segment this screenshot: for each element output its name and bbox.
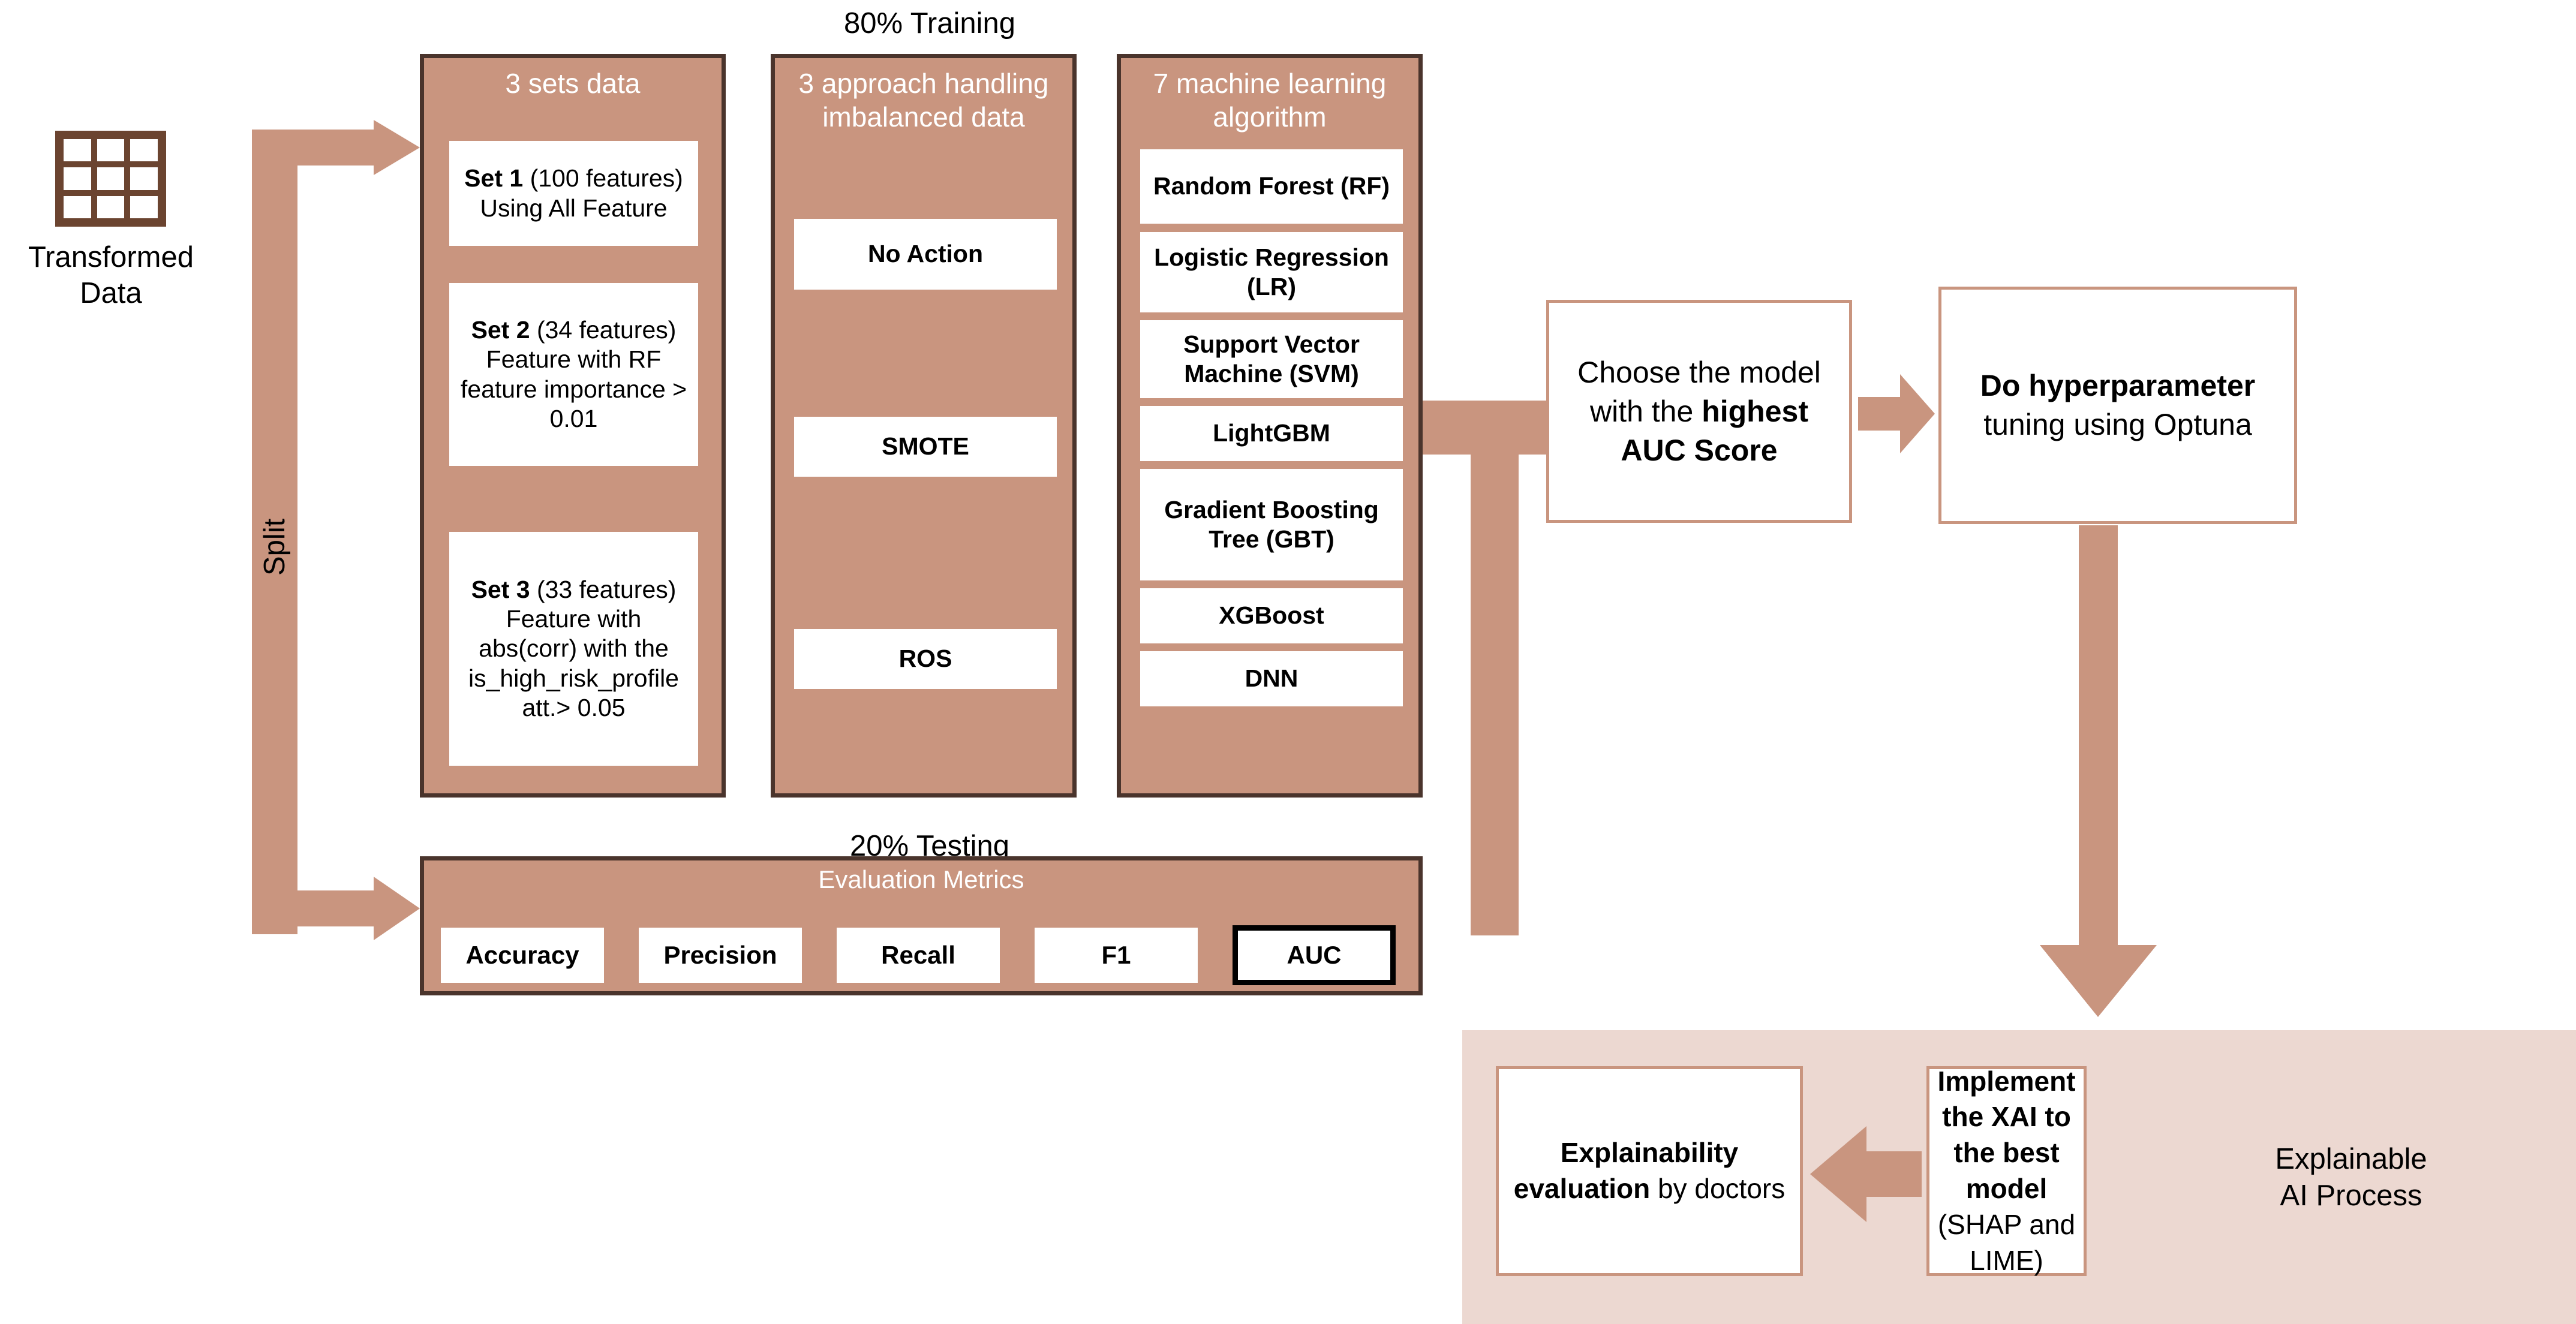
xai-to-evaluation-arrow [1810, 1126, 1922, 1222]
evaluation-metrics-bar: Evaluation Metrics Accuracy Precision Re… [420, 856, 1423, 995]
algo-logistic-regression-box[interactable]: Logistic Regression (LR) [1140, 232, 1403, 312]
transformed-data-icon-wrapper [55, 131, 166, 227]
training-header: 80% Training [843, 7, 1015, 40]
column-sets-data: 3 sets data Set 1 (100 features) Using A… [420, 54, 726, 798]
column-imbalance-approaches-title: 3 approach handling imbalanced data [798, 68, 1049, 133]
hyperparameter-tuning-box[interactable]: Do hyperparameter tuning using Optuna [1938, 287, 2297, 524]
algo-lightgbm-box[interactable]: LightGBM [1140, 406, 1403, 461]
evaluation-metrics-title: Evaluation Metrics [818, 865, 1024, 893]
approach-ros-box[interactable]: ROS [794, 629, 1057, 689]
tuning-to-xai-arrow [2040, 525, 2157, 1017]
algo-svm-box[interactable]: Support Vector Machine (SVM) [1140, 320, 1403, 398]
column-sets-data-title: 3 sets data [505, 68, 641, 99]
metric-auc[interactable]: AUC [1233, 925, 1396, 985]
column-ml-algorithms-title: 7 machine learning algorithm [1153, 68, 1387, 133]
split-arrow [252, 120, 420, 940]
set-1-box[interactable]: Set 1 (100 features) Using All Feature [449, 141, 698, 246]
approach-no-action-box[interactable]: No Action [794, 219, 1057, 290]
column-imbalance-approaches: 3 approach handling imbalanced data No A… [771, 54, 1077, 798]
split-label: Split [258, 518, 291, 576]
set-3-box[interactable]: Set 3 (33 features) Feature with abs(cor… [449, 532, 698, 766]
choose-to-tune-arrow [1858, 374, 1935, 453]
metric-precision[interactable]: Precision [639, 928, 802, 983]
implement-xai-box[interactable]: Implement the XAI to the best model (SHA… [1926, 1066, 2087, 1276]
algo-xgboost-box[interactable]: XGBoost [1140, 588, 1403, 643]
approach-smote-box[interactable]: SMOTE [794, 417, 1057, 477]
metric-f1[interactable]: F1 [1035, 928, 1198, 983]
metric-accuracy[interactable]: Accuracy [441, 928, 604, 983]
choose-model-box[interactable]: Choose the model with the highest AUC Sc… [1546, 300, 1852, 523]
column-ml-algorithms: 7 machine learning algorithm Random Fore… [1117, 54, 1423, 798]
algo-dnn-box[interactable]: DNN [1140, 651, 1403, 706]
explainability-evaluation-box[interactable]: Explainability evaluation by doctors [1496, 1066, 1803, 1276]
metric-recall[interactable]: Recall [837, 928, 1000, 983]
algo-gbt-box[interactable]: Gradient Boosting Tree (GBT) [1140, 469, 1403, 580]
table-grid-icon [55, 131, 166, 227]
algo-random-forest-box[interactable]: Random Forest (RF) [1140, 149, 1403, 224]
set-2-box[interactable]: Set 2 (34 features) Feature with RF feat… [449, 283, 698, 466]
